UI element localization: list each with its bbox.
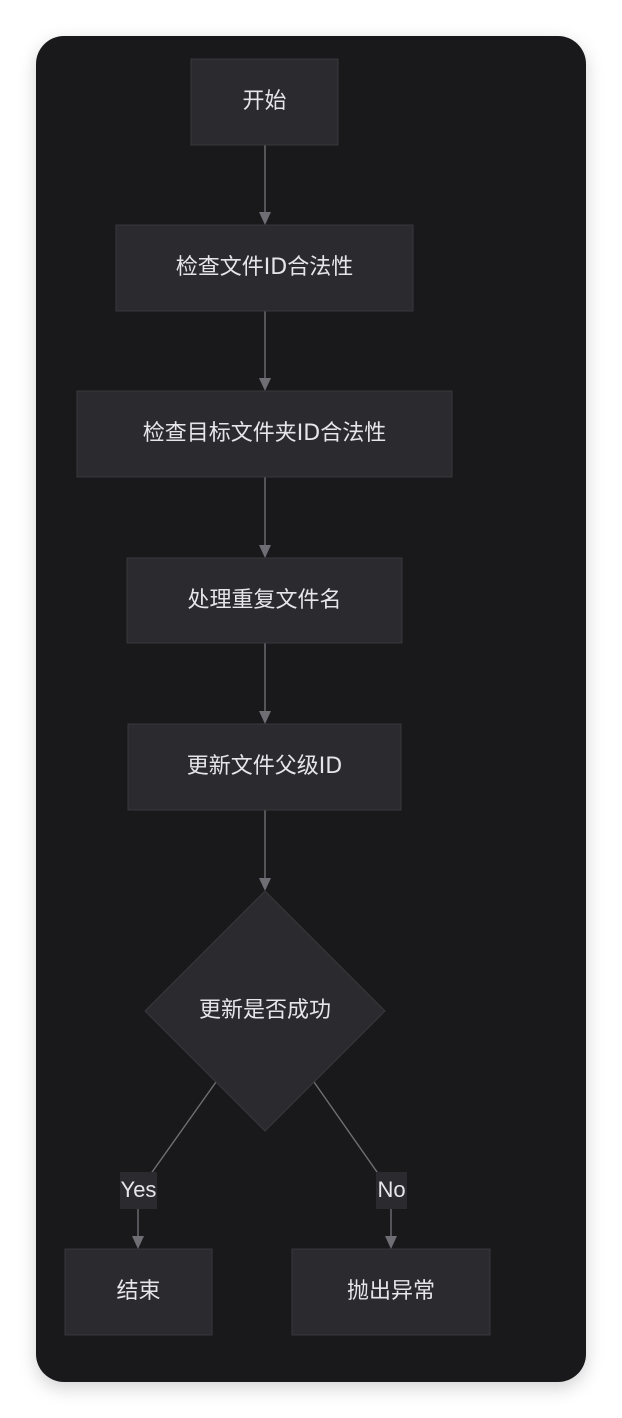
edge-label-yes: Yes <box>120 1172 157 1209</box>
flow-node-decision: 更新是否成功 <box>144 890 386 1132</box>
flow-node-check-file-id: 检查文件ID合法性 <box>115 224 414 312</box>
node-label: 更新文件父级ID <box>187 754 342 779</box>
arrowhead <box>132 1236 144 1249</box>
node-label: 抛出异常 <box>347 1279 435 1304</box>
flow-node-check-folder-id: 检查目标文件夹ID合法性 <box>76 390 453 478</box>
flow-node-start: 开始 <box>190 58 339 146</box>
flow-node-handle-duplicate: 处理重复文件名 <box>126 557 403 644</box>
flow-node-throw-error: 抛出异常 <box>291 1248 491 1336</box>
arrowhead <box>259 212 271 225</box>
arrowhead <box>385 1236 397 1249</box>
node-label: 更新是否成功 <box>199 998 331 1023</box>
arrowhead <box>259 711 271 724</box>
node-label: 开始 <box>242 89 286 114</box>
node-label: 处理重复文件名 <box>187 588 341 613</box>
flow-node-update-parent: 更新文件父级ID <box>127 723 402 811</box>
edge-decision-no <box>313 1081 392 1238</box>
node-label: 检查文件ID合法性 <box>176 255 353 280</box>
arrowhead <box>259 378 271 391</box>
edge-label-no: No <box>376 1172 407 1209</box>
edge-decision-yes <box>137 1081 217 1238</box>
arrowhead <box>259 878 271 891</box>
node-label: 结束 <box>116 1279 160 1304</box>
yes-label: Yes <box>121 1177 157 1202</box>
flow-node-end: 结束 <box>64 1248 213 1336</box>
arrowhead <box>259 545 271 558</box>
no-label: No <box>377 1177 405 1202</box>
node-label: 检查目标文件夹ID合法性 <box>143 421 386 446</box>
